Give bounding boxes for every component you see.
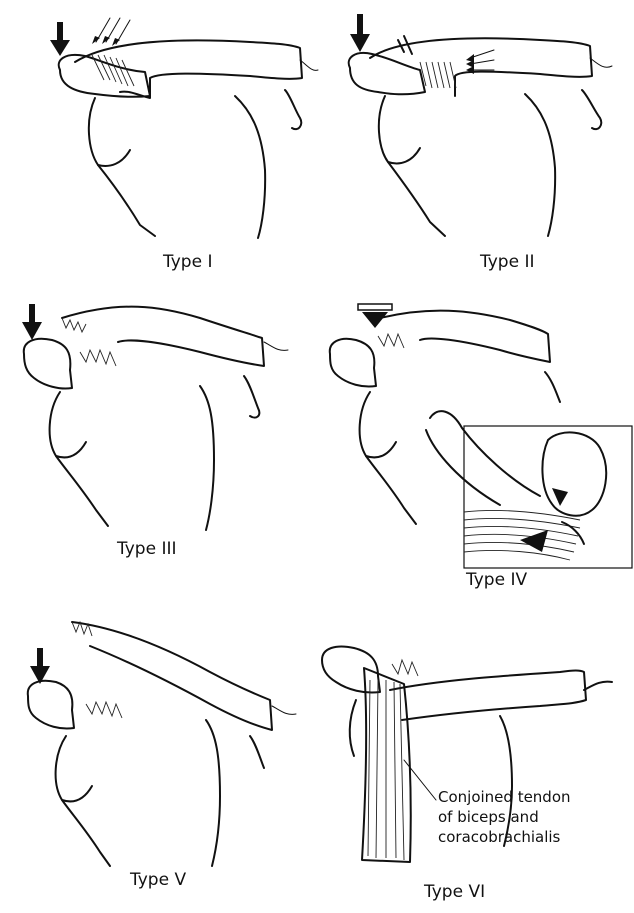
arrow-icon [30,648,50,684]
panel-label-type-5: Type V [130,870,186,890]
small-arrows-icon [92,18,130,46]
arrow-icon [350,14,370,52]
panel-type-3-drawing [22,304,288,530]
arrow-icon [50,22,70,56]
annotation-line-3: coracobrachialis [438,827,571,847]
arrow-icon [22,304,42,340]
panel-label-type-3: Type III [117,539,177,559]
panel-label-type-2: Type II [480,252,534,272]
type-4-inset [426,411,632,568]
panel-type-1-drawing [50,18,318,238]
panel-label-type-6: Type VI [424,882,485,902]
small-arrows-icon [466,50,494,74]
panel-label-type-4: Type IV [466,570,527,590]
panel-type-5-drawing [28,622,296,866]
annotation-line-1: Conjoined tendon [438,787,571,807]
panel-type-4-drawing [330,304,632,568]
conjoined-tendon-annotation: Conjoined tendon of biceps and coracobra… [438,787,571,847]
panel-type-2-drawing [349,14,612,236]
panel-label-type-1: Type I [163,252,212,272]
annotation-line-2: of biceps and [438,807,571,827]
